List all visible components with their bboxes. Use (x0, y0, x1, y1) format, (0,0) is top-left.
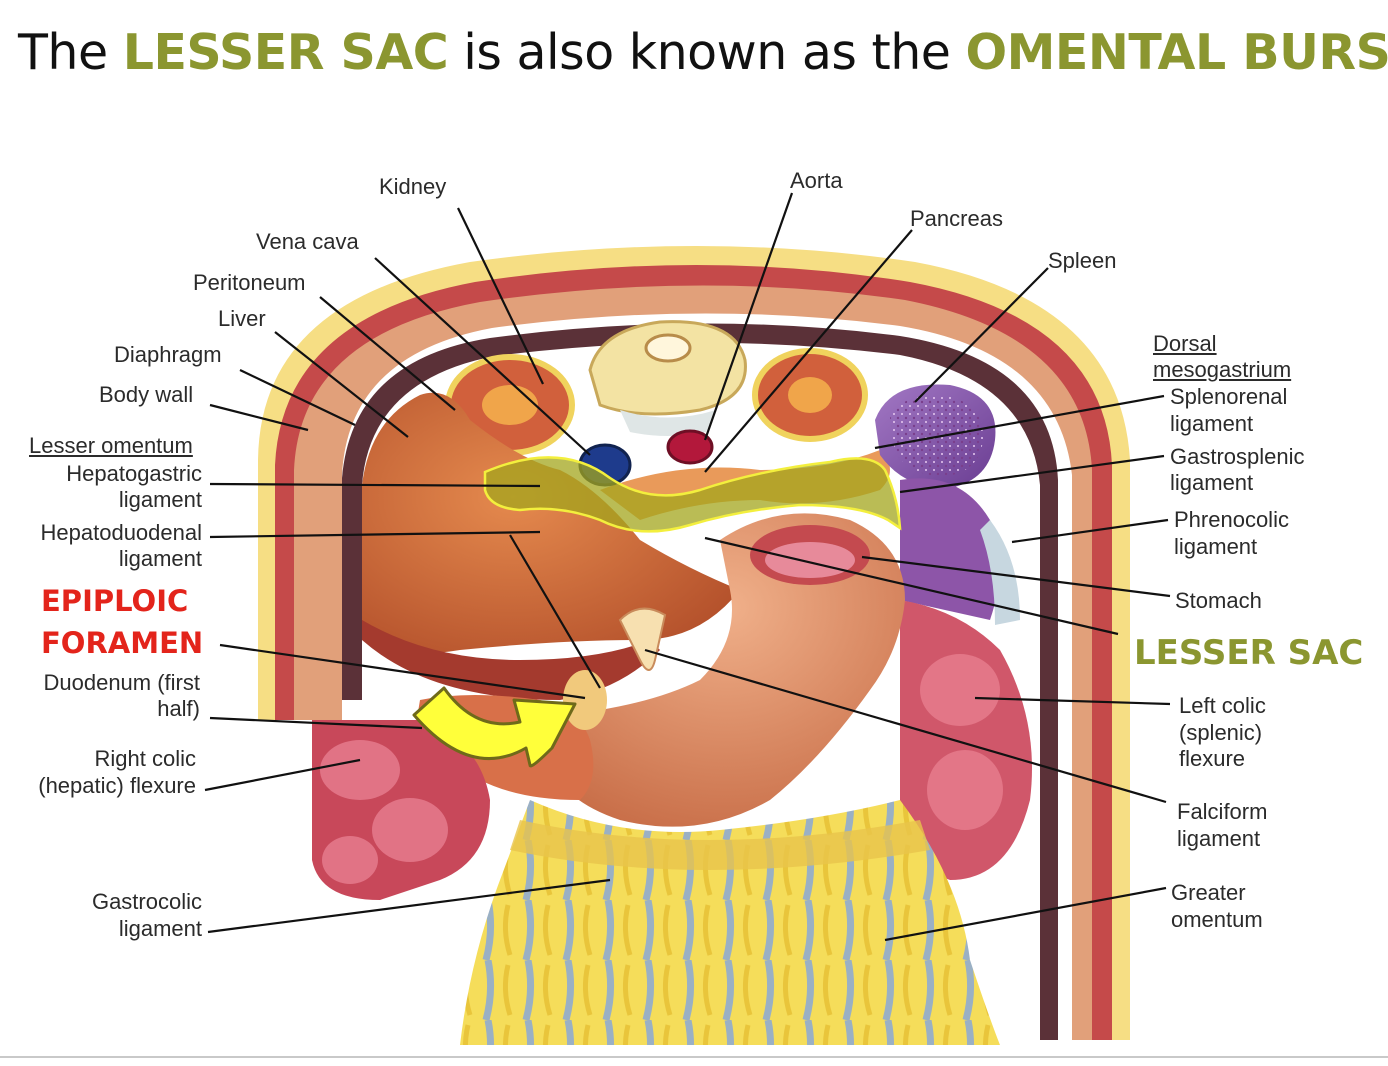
title-term-omental-bursa: OMENTAL BURSA (965, 24, 1388, 81)
label-gastrocolic-1: Gastrocolic (91, 889, 202, 914)
label-hepatoduodenal-1: Hepatoduodenal (40, 520, 202, 545)
label-epiploic-2: FORAMEN (41, 626, 204, 660)
label-vena-cava: Vena cava (256, 229, 359, 254)
title-term-lesser-sac: LESSER SAC (122, 24, 449, 81)
label-epiploic-1: EPIPLOIC (41, 584, 189, 618)
label-pancreas: Pancreas (910, 206, 1003, 231)
vertebra (588, 320, 747, 436)
label-hepatogastric-2: ligament (118, 487, 202, 512)
label-hepatogastric-1: Hepatogastric (66, 461, 202, 486)
falciform-ligament (618, 607, 667, 671)
slide-title: The LESSER SAC is also known as the OMEN… (18, 24, 1388, 81)
label-phrenocolic-2: ligament (1174, 534, 1258, 559)
label-right-colic-2: (hepatic) flexure (38, 773, 196, 798)
body-wall (258, 246, 1130, 1040)
label-right-colic-1: Right colic (94, 746, 196, 771)
epiploic-foramen-arrow-icon (412, 686, 577, 768)
label-gastrocolic-2: ligament (118, 916, 202, 941)
label-left-colic-2: (splenic) (1179, 720, 1263, 745)
title-part-1: The (18, 24, 123, 81)
label-splenorenal-2: ligament (1170, 411, 1254, 436)
gastrocolic-ligament (510, 820, 930, 870)
label-hepatoduodenal-2: ligament (118, 546, 202, 571)
footer-divider (0, 1056, 1388, 1058)
label-liver: Liver (218, 306, 266, 331)
label-lesser-omentum: Lesser omentum (29, 433, 193, 458)
label-duodenum-2: half) (157, 696, 200, 721)
label-stomach: Stomach (1175, 588, 1262, 613)
label-falciform-2: ligament (1177, 826, 1261, 851)
label-peritoneum: Peritoneum (193, 270, 306, 295)
left-colic-flexure (900, 478, 1032, 880)
label-greater-omentum-2: omentum (1171, 907, 1263, 932)
title-part-2: is also known as the (448, 24, 966, 81)
label-dorsal-mesogastrium-1: Dorsal (1153, 331, 1217, 356)
label-gastrosplenic-2: ligament (1170, 470, 1254, 495)
label-diaphragm: Diaphragm (114, 342, 222, 367)
label-falciform-1: Falciform (1177, 799, 1268, 824)
liver (362, 392, 740, 654)
label-lesser-sac: LESSER SAC (1134, 633, 1364, 673)
label-body-wall: Body wall (99, 382, 194, 407)
label-kidney: Kidney (379, 174, 447, 199)
label-duodenum-1: Duodenum (first (43, 670, 200, 695)
right-colic-flexure (312, 720, 490, 900)
label-gastrosplenic-1: Gastrosplenic (1170, 444, 1305, 469)
label-left-colic-3: flexure (1179, 746, 1246, 771)
label-spleen: Spleen (1048, 248, 1117, 273)
kidney (445, 348, 868, 456)
label-greater-omentum-1: Greater (1171, 880, 1246, 905)
leader-lines (204, 192, 1171, 942)
label-dorsal-mesogastrium-2: mesogastrium (1153, 357, 1292, 382)
lesser-sac-overlay (483, 456, 902, 533)
stomach (550, 513, 905, 827)
epiploic-foramen-opening (563, 670, 607, 730)
label-left-colic-1: Left colic (1179, 693, 1266, 718)
aorta (666, 429, 714, 465)
label-aorta: Aorta (790, 168, 843, 193)
label-splenorenal-1: Splenorenal (1170, 384, 1288, 409)
label-phrenocolic-1: Phrenocolic (1174, 507, 1289, 532)
stomach-lumen (765, 542, 855, 578)
